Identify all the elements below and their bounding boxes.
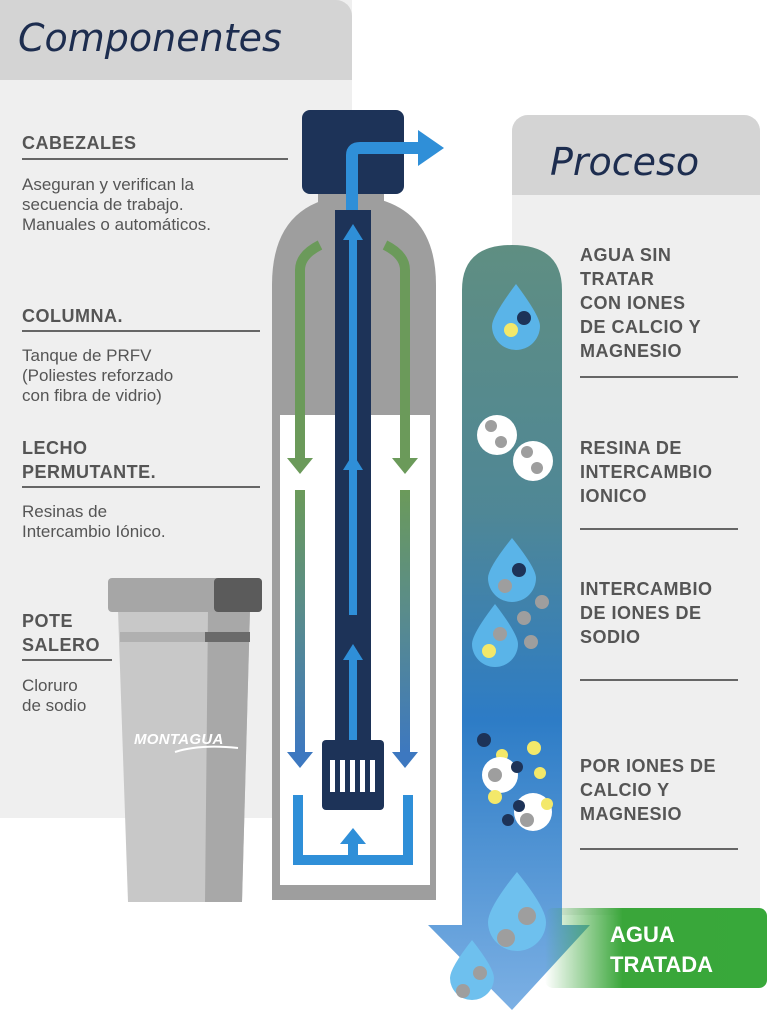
- divider: [22, 158, 288, 160]
- divider: [22, 486, 260, 488]
- riser-tube: [322, 210, 384, 810]
- process-heading: Proceso: [550, 140, 700, 184]
- water-drop-icon: [492, 284, 540, 350]
- output-label: AGUA TRATADA: [610, 922, 714, 977]
- resin-bead-icon: [477, 415, 553, 481]
- captured-ions-icon: [477, 733, 553, 831]
- brand-logo: MONTAGUA: [134, 731, 224, 748]
- component-desc-lecho: Resinas de Intercambio Iónico.: [22, 502, 166, 541]
- divider: [580, 679, 738, 681]
- process-step-1: AGUA SIN TRATAR CON IONES DE CALCIO Y MA…: [580, 245, 702, 361]
- process-step-2: RESINA DE INTERCAMBIO IONICO: [580, 438, 713, 506]
- brine-tank: [108, 578, 262, 902]
- divider: [580, 848, 738, 850]
- side-flow-left: [287, 240, 323, 768]
- divider: [580, 528, 738, 530]
- component-title-cabezales: CABEZALES: [22, 133, 137, 153]
- control-head: [302, 110, 444, 220]
- divider: [580, 376, 738, 378]
- output-band: [545, 908, 767, 988]
- bottom-flow: [293, 795, 413, 865]
- divider: [22, 330, 260, 332]
- component-title-columna: COLUMNA.: [22, 306, 123, 326]
- component-desc-pote: Cloruro de sodio: [22, 676, 87, 715]
- process-step-4: POR IONES DE CALCIO Y MAGNESIO: [580, 756, 717, 824]
- process-header: [512, 115, 760, 195]
- component-desc-columna: Tanque de PRFV (Poliestes reforzado con …: [22, 346, 174, 405]
- component-title-pote: POTE SALERO: [22, 611, 101, 655]
- process-step-3: INTERCAMBIO DE IONES DE SODIO: [580, 579, 713, 647]
- ion-exchange-drops-icon: [472, 538, 549, 667]
- components-header: [0, 0, 352, 80]
- component-desc-cabezales: Aseguran y verifican la secuencia de tra…: [22, 175, 211, 234]
- side-flow-right: [382, 240, 418, 768]
- divider: [22, 659, 112, 661]
- treated-water-drops-icon: [450, 872, 546, 1000]
- component-title-lecho: LECHO PERMUTANTE.: [22, 438, 157, 482]
- components-heading: Componentes: [18, 16, 282, 60]
